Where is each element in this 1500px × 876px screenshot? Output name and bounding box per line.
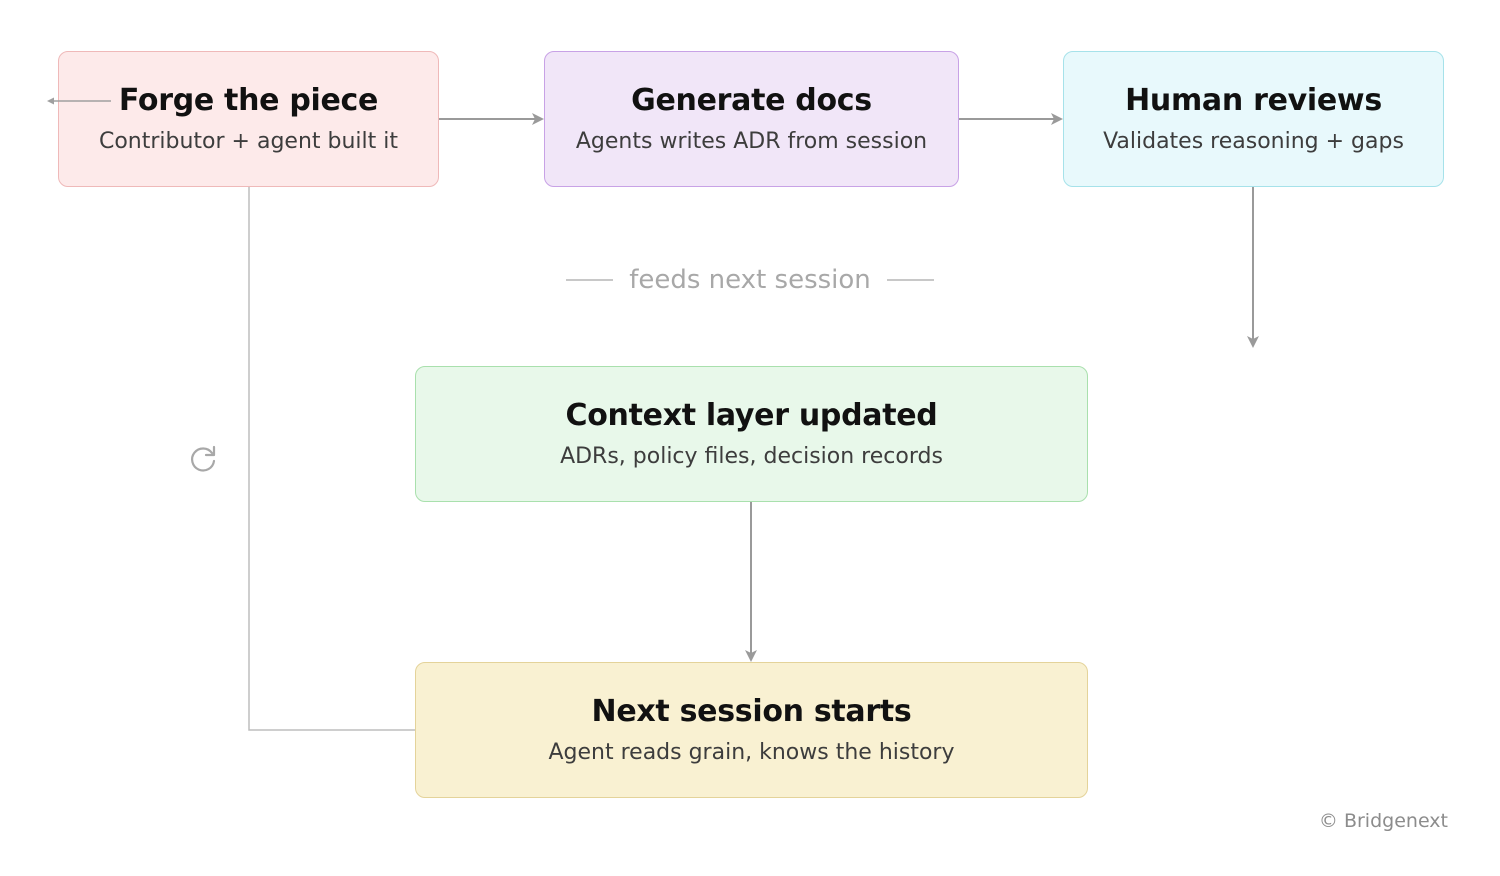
node-forge-the-piece[interactable]: Forge the piece Contributor + agent buil…	[46, 51, 439, 187]
node-title: Next session starts	[591, 694, 912, 729]
loop-label-text: feeds next session	[629, 265, 871, 295]
node-context-layer-updated[interactable]: Context layer updated ADRs, policy files…	[415, 366, 1088, 502]
connector-loop-back	[248, 187, 415, 731]
node-subtitle: Contributor + agent built it	[98, 129, 399, 154]
copyright-footer: © Bridgenext	[1318, 810, 1448, 832]
node-title: Context layer updated	[565, 398, 938, 433]
loop-label: feeds next session	[550, 260, 950, 300]
label-dash-right	[886, 279, 934, 281]
node-subtitle: Agent reads grain, knows the history	[548, 740, 955, 765]
node-subtitle: Agents writes ADR from session	[575, 129, 928, 154]
node-title: Generate docs	[631, 83, 872, 118]
node-subtitle: Validates reasoning + gaps	[1103, 129, 1404, 154]
node-next-session-starts[interactable]: Next session starts Agent reads grain, k…	[415, 662, 1088, 798]
node-human-reviews[interactable]: Human reviews Validates reasoning + gaps	[1063, 51, 1444, 187]
node-title: Forge the piece	[118, 83, 379, 118]
forge-title-row: Forge the piece	[46, 83, 379, 119]
label-dash-left	[566, 279, 614, 281]
node-subtitle: ADRs, policy files, decision records	[560, 444, 943, 469]
node-title: Human reviews	[1125, 83, 1382, 118]
arrow-left-icon	[46, 97, 111, 105]
refresh-icon	[191, 445, 216, 472]
node-generate-docs[interactable]: Generate docs Agents writes ADR from ses…	[544, 51, 959, 187]
